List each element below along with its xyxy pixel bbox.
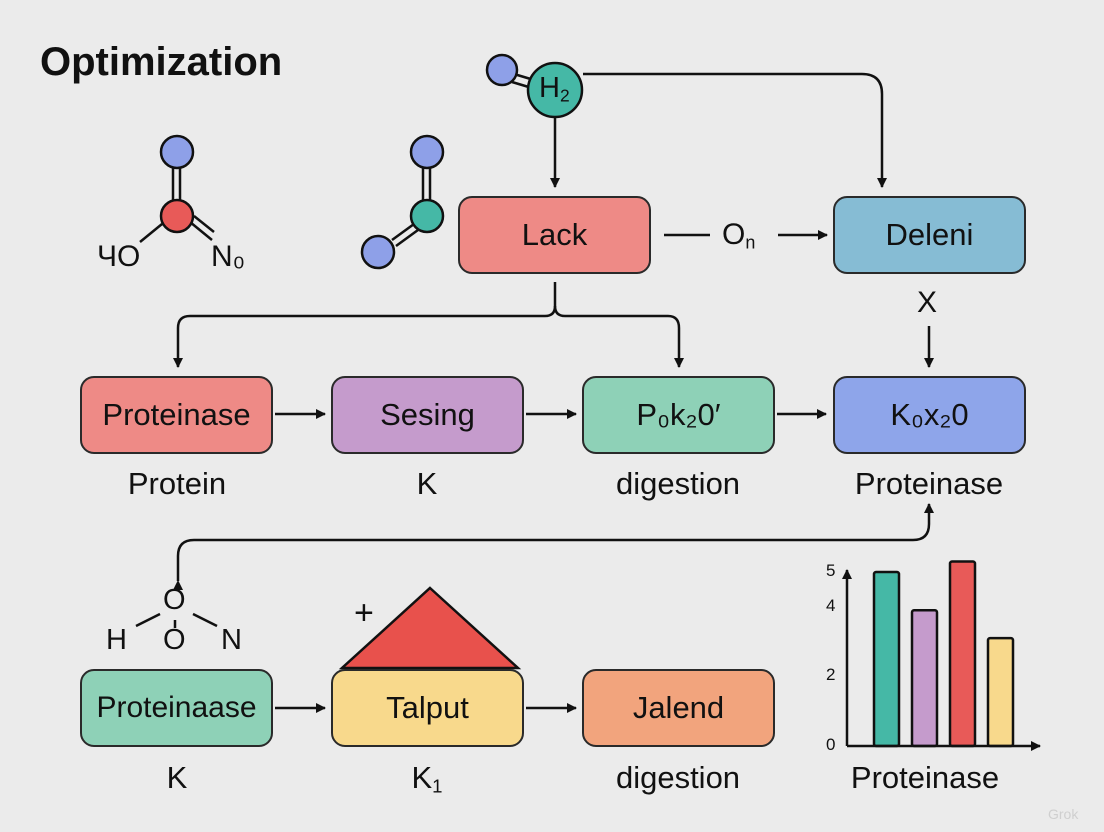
talput-box[interactable]: Talput <box>331 669 524 747</box>
deleni-box[interactable]: Deleni <box>833 196 1026 274</box>
triangle-shape <box>338 586 522 670</box>
on-label: On <box>722 218 756 253</box>
hon-molecule-bonds <box>135 612 218 628</box>
watermark: Grok <box>1048 806 1079 822</box>
proteinase-box[interactable]: Proteinase <box>80 376 273 454</box>
chart-y-tick-label: 0 <box>826 735 836 754</box>
chart-bar <box>872 570 901 748</box>
plus-sign: + <box>354 594 374 632</box>
hon-o-mid: O <box>163 624 186 656</box>
molecule-left-label: ЧO <box>97 240 141 273</box>
x-label: X <box>917 286 938 319</box>
hon-n: N <box>221 624 242 656</box>
atom-teal <box>409 198 445 234</box>
sesing-box[interactable]: Sesing <box>331 376 524 454</box>
molecule-middle <box>360 134 445 270</box>
page-title: Optimization <box>40 40 283 84</box>
atom-blue <box>159 134 195 170</box>
chart-y-tick-label: 4 <box>826 595 836 615</box>
arrow-lack-to-p0k20 <box>553 305 684 368</box>
caption-proteinase: Proteinase <box>854 466 1004 501</box>
chart-y-tick-label: 5 <box>826 561 836 580</box>
bars <box>872 560 1015 748</box>
caption-k: K <box>416 466 438 501</box>
atom-red <box>159 198 195 234</box>
arrow-bidirectional-loop <box>173 503 934 590</box>
atom-blue <box>360 234 396 270</box>
hon-h: H <box>106 624 127 656</box>
atom-teal <box>526 61 584 119</box>
arrow-lack-to-proteinase <box>173 282 557 368</box>
chart-bar <box>986 636 1015 748</box>
chart-bar <box>910 609 939 748</box>
hon-o-top: O <box>163 584 186 616</box>
atom-blue <box>485 53 519 87</box>
chart-bar <box>948 560 977 748</box>
connectors <box>173 72 934 713</box>
bar-chart <box>842 560 1041 751</box>
lack-box[interactable]: Lack <box>458 196 651 274</box>
caption-k1: K1 <box>411 760 443 797</box>
atom-blue <box>409 134 445 170</box>
caption-protein: Protein <box>127 466 227 501</box>
proteinaase-box[interactable]: Proteinaase <box>80 669 273 747</box>
h2-molecule <box>485 53 584 119</box>
jalend-box[interactable]: Jalend <box>582 669 775 747</box>
p0k20-box[interactable]: P₀k₂0′ <box>582 376 775 454</box>
caption-digestion-bottom: digestion <box>615 760 741 795</box>
chart-x-label: Proteinase <box>850 760 1000 795</box>
molecule-left <box>139 134 215 243</box>
arrow-h2-to-deleni <box>583 72 887 188</box>
h2-label: H2 <box>539 72 570 106</box>
caption-k-bottom: K <box>166 760 188 795</box>
caption-digestion: digestion <box>615 466 741 501</box>
molecule-right-label: N₀ <box>211 240 246 273</box>
chart-y-tick-label: 2 <box>826 665 836 685</box>
k0x20-box[interactable]: K₀x₂0 <box>833 376 1026 454</box>
